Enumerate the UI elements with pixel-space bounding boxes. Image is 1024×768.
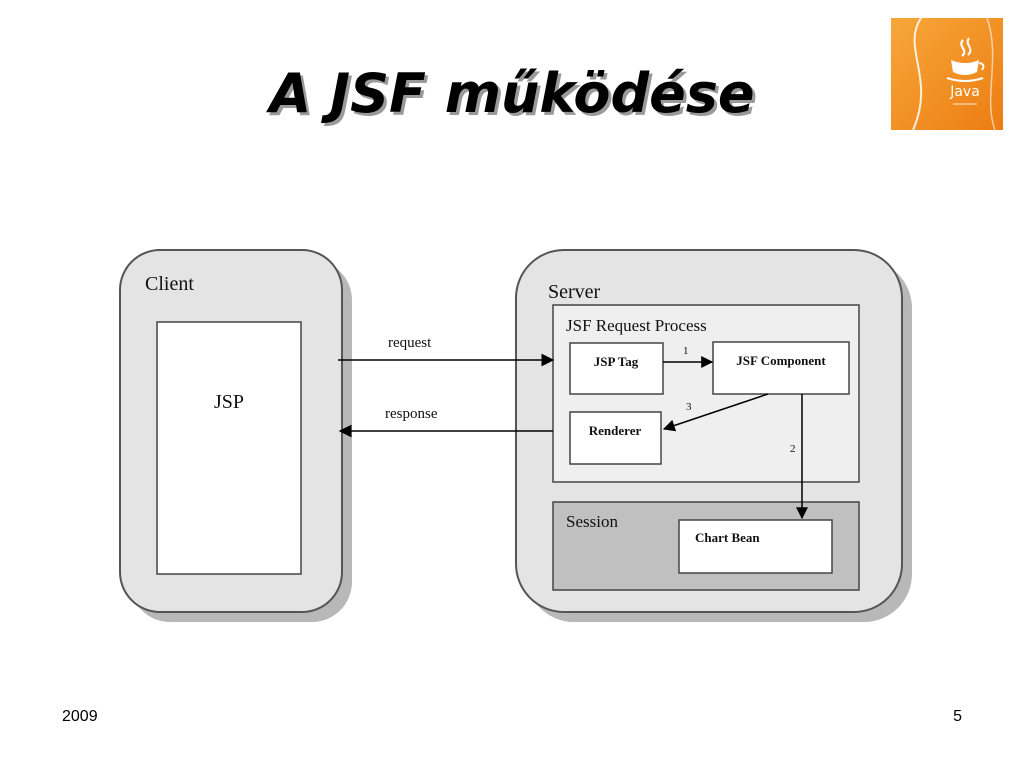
- session-label: Session: [566, 512, 618, 531]
- step3-label: 3: [686, 401, 692, 413]
- jsp-label: JSP: [214, 391, 244, 413]
- client-container: Client JSP: [119, 249, 352, 622]
- step1-label: 1: [683, 345, 689, 357]
- jsp-tag-box: [569, 342, 664, 395]
- chart-bean-box: [678, 519, 833, 574]
- slide-title: A JSF működése: [269, 62, 755, 125]
- step1-arrow: 1: [663, 345, 714, 368]
- jsf-component-box: [712, 341, 850, 395]
- request-arrow: request: [338, 335, 555, 367]
- jsf-component-label: JSF Component: [736, 353, 826, 368]
- jsf-request-process-label: JSF Request Process: [566, 316, 707, 335]
- step3-arrow: 3: [662, 393, 769, 432]
- jsp-tag-label: JSP Tag: [594, 354, 639, 369]
- java-logo-text: Java: [949, 84, 980, 100]
- server-container: Server JSF Request Process JSP Tag JSF C…: [515, 249, 912, 622]
- response-label: response: [385, 406, 438, 422]
- footer-year: 2009: [62, 708, 98, 725]
- renderer-box: [569, 411, 662, 465]
- response-arrow: response: [338, 406, 553, 438]
- step2-label: 2: [790, 443, 796, 455]
- jsp-box: [156, 321, 302, 575]
- server-label: Server: [548, 281, 601, 303]
- page-number: 5: [953, 708, 962, 725]
- java-logo: Java: [891, 18, 1003, 130]
- chart-bean-label: Chart Bean: [695, 530, 760, 545]
- client-label: Client: [145, 273, 194, 295]
- request-label: request: [388, 335, 432, 351]
- step2-arrow: 2: [790, 394, 808, 520]
- renderer-label: Renderer: [589, 423, 642, 438]
- java-coffee-cup-icon: [946, 37, 985, 82]
